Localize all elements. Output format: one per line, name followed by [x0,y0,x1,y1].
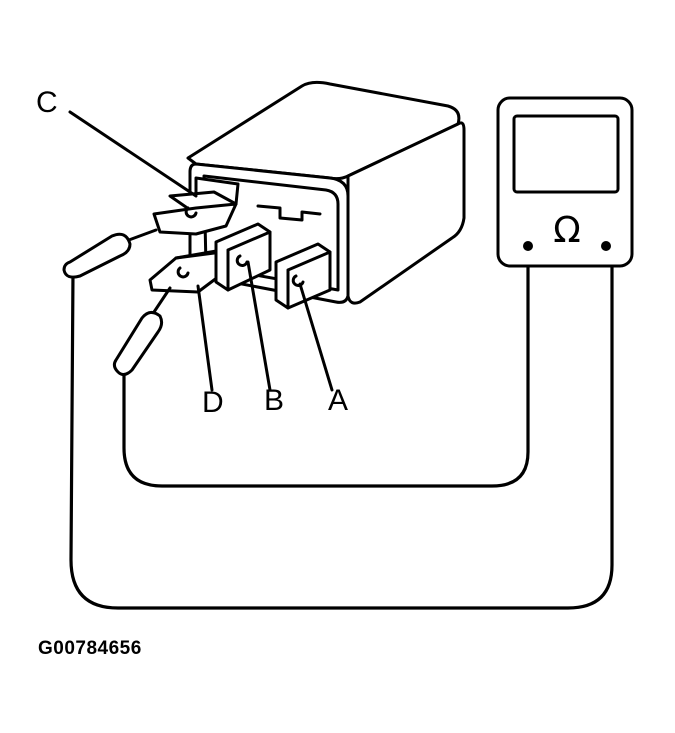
terminal-b-face [226,230,272,292]
lower-probe-handle [112,311,164,377]
terminal-a-face [286,250,332,310]
ohmmeter-right-jack [601,241,611,251]
label-d: D [202,386,224,419]
terminal-d-hole [176,266,190,279]
leader-a [298,282,334,392]
label-a: A [328,384,348,417]
outer-lead-wire [69,260,614,610]
ohm-symbol: Ω [553,210,581,251]
terminal-a [274,242,332,310]
terminal-c [152,176,240,236]
terminal-c-hole [184,206,198,219]
terminal-b-hole [235,254,249,267]
terminal-a-hole [291,274,305,287]
terminal-d [148,248,224,294]
terminal-b [214,222,272,292]
terminal-d-edge [174,250,224,260]
inner-lead-wire [122,260,530,488]
leader-d [196,284,214,392]
label-b: B [264,384,284,417]
label-c: C [36,86,58,119]
ohmmeter-left-jack [523,241,533,251]
probes [62,228,172,377]
relay-center-slot [256,204,322,222]
ohmmeter: Ω [496,96,634,268]
ohmmeter-display [512,114,620,194]
relay-front-rim [202,174,340,292]
leader-c [68,110,198,198]
leader-lines [68,110,334,392]
upper-probe-handle [62,232,132,279]
terminal-c-plate [152,202,238,236]
figure-id: G00784656 [38,638,142,659]
leader-b [246,260,272,392]
relay-side-face [346,121,466,305]
test-leads [69,260,614,610]
